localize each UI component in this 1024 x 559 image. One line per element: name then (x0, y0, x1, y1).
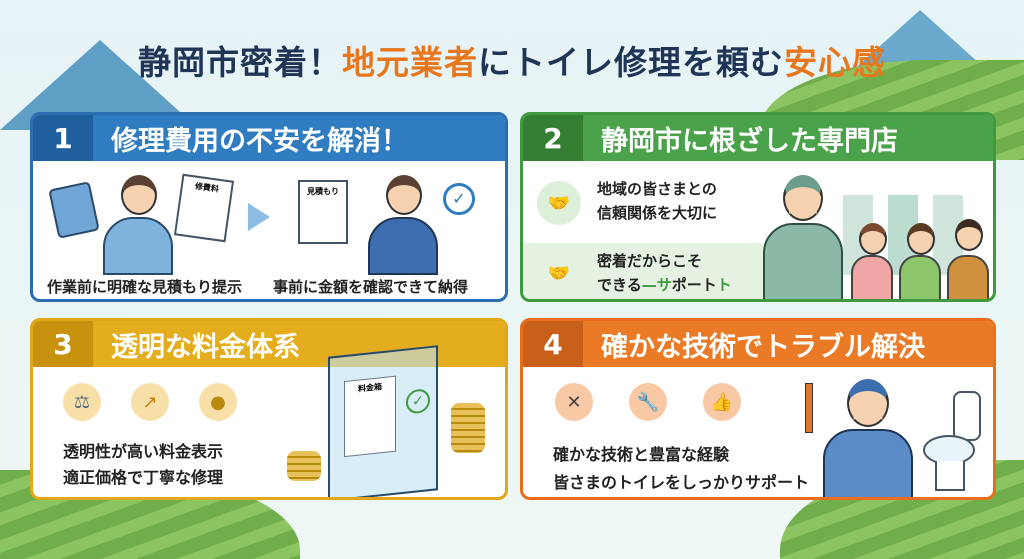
text-line: 密着だからこそ (597, 252, 703, 270)
check-bubble-icon: ✓ (443, 183, 475, 215)
worried-customer-figure (103, 175, 173, 275)
growth-arrow-icon: ↗ (131, 383, 169, 421)
transparent-price-box: 料金箱 ✓ (328, 345, 438, 497)
text-line: 信頼関係を大切に (597, 204, 718, 222)
text-line: 確かな技術と豊富な経験 (553, 445, 730, 464)
coins-icon: ● (199, 383, 237, 421)
panel-header: 3 透明な料金体系 (33, 321, 505, 367)
text-segment: ポート (671, 276, 717, 294)
thumbs-up-icon: 👍 (703, 383, 741, 421)
staff-figure (368, 175, 438, 275)
trust-text: 地域の皆さまとの 信頼関係を大切に (597, 177, 717, 225)
coin-stack-right (451, 403, 485, 453)
text-line: 皆さまのトイレをしっかりサポート (553, 473, 810, 492)
panel-heading: 修理費用の不安を解消！ (111, 125, 408, 157)
title-highlight: 地元業者 (342, 43, 478, 82)
text-segment: ト (716, 276, 732, 294)
text-line: 地域の皆さまとの (597, 180, 717, 198)
title-highlight: 安心感 (784, 43, 886, 82)
worker-figure (763, 175, 843, 299)
calculator-icon (48, 181, 100, 239)
panel-heading: 確かな技術でトラブル解決 (601, 331, 925, 363)
title-part: にトイレ修理を頼む (478, 43, 784, 82)
hammer-icon (805, 383, 813, 433)
panel-header: 2 静岡市に根ざした専門店 (523, 115, 993, 161)
handshake-icon: 🤝 (537, 181, 581, 225)
coin-stack-left (287, 451, 321, 481)
panel-heading: 静岡市に根ざした専門店 (601, 125, 898, 157)
family-figures (851, 215, 991, 299)
text-segment: できる (597, 276, 642, 294)
title-part: 静岡市密着！ (138, 43, 342, 82)
box-label: 料金箱 (358, 382, 382, 394)
text-line: できる—サポートト (597, 273, 732, 297)
arrow-right-icon (248, 203, 270, 231)
panel-header: 4 確かな技術でトラブル解決 (523, 321, 993, 367)
scale-icon: ⚖ (63, 383, 101, 421)
toilet-illustration (923, 391, 983, 491)
panel-heading: 透明な料金体系 (111, 331, 300, 363)
caption-left: 作業前に明確な見積もり提示 (47, 278, 243, 296)
text-segment: —サ (641, 276, 672, 294)
panel-1: 1 修理費用の不安を解消！ 修費料 見積もり ✓ 作業前に明確な見積もり提示 事… (30, 112, 508, 302)
panel-3: 3 透明な料金体系 ⚖ ↗ ● 透明性が高い料金表示 適正価格で丁寧な修理 料金… (30, 318, 508, 500)
estimate-label: 見積もり (307, 187, 339, 196)
text-line: 透明性が高い料金表示 (63, 442, 224, 461)
panel-number: 1 (33, 115, 93, 161)
panel-number: 4 (523, 321, 583, 367)
skill-text: 確かな技術と豊富な経験 皆さまのトイレをしっかりサポート (553, 441, 809, 497)
panel-number: 3 (33, 321, 93, 367)
page-title: 静岡市密着！地元業者にトイレ修理を頼む安心感 (0, 36, 1024, 84)
estimate-document: 見積もり (298, 180, 348, 244)
pricing-text: 透明性が高い料金表示 適正価格で丁寧な修理 (63, 439, 223, 491)
panel-2: 2 静岡市に根ざした専門店 🤝 地域の皆さまとの 信頼関係を大切に 🤝 密着だか… (520, 112, 996, 302)
technician-figure (823, 379, 913, 497)
invoice-label: 修費料 (194, 181, 220, 194)
wrench-icon: 🔧 (629, 383, 667, 421)
invoice-document: 修費料 (173, 173, 235, 243)
panel-header: 1 修理費用の不安を解消！ (33, 115, 505, 161)
text-line: 適正価格で丁寧な修理 (63, 468, 224, 487)
panel-number: 2 (523, 115, 583, 161)
support-text: 密着だからこそ できる—サポートト (597, 249, 732, 297)
panel-4: 4 確かな技術でトラブル解決 ✕ 🔧 👍 確かな技術と豊富な経験 皆さまのトイレ… (520, 318, 996, 500)
check-icon: ✓ (406, 388, 430, 415)
support-row-bg (523, 243, 763, 299)
tools-icon: ✕ (555, 383, 593, 421)
community-handshake-icon: 🤝 (547, 262, 571, 284)
caption-right: 事前に金額を確認できて納得 (273, 278, 469, 296)
